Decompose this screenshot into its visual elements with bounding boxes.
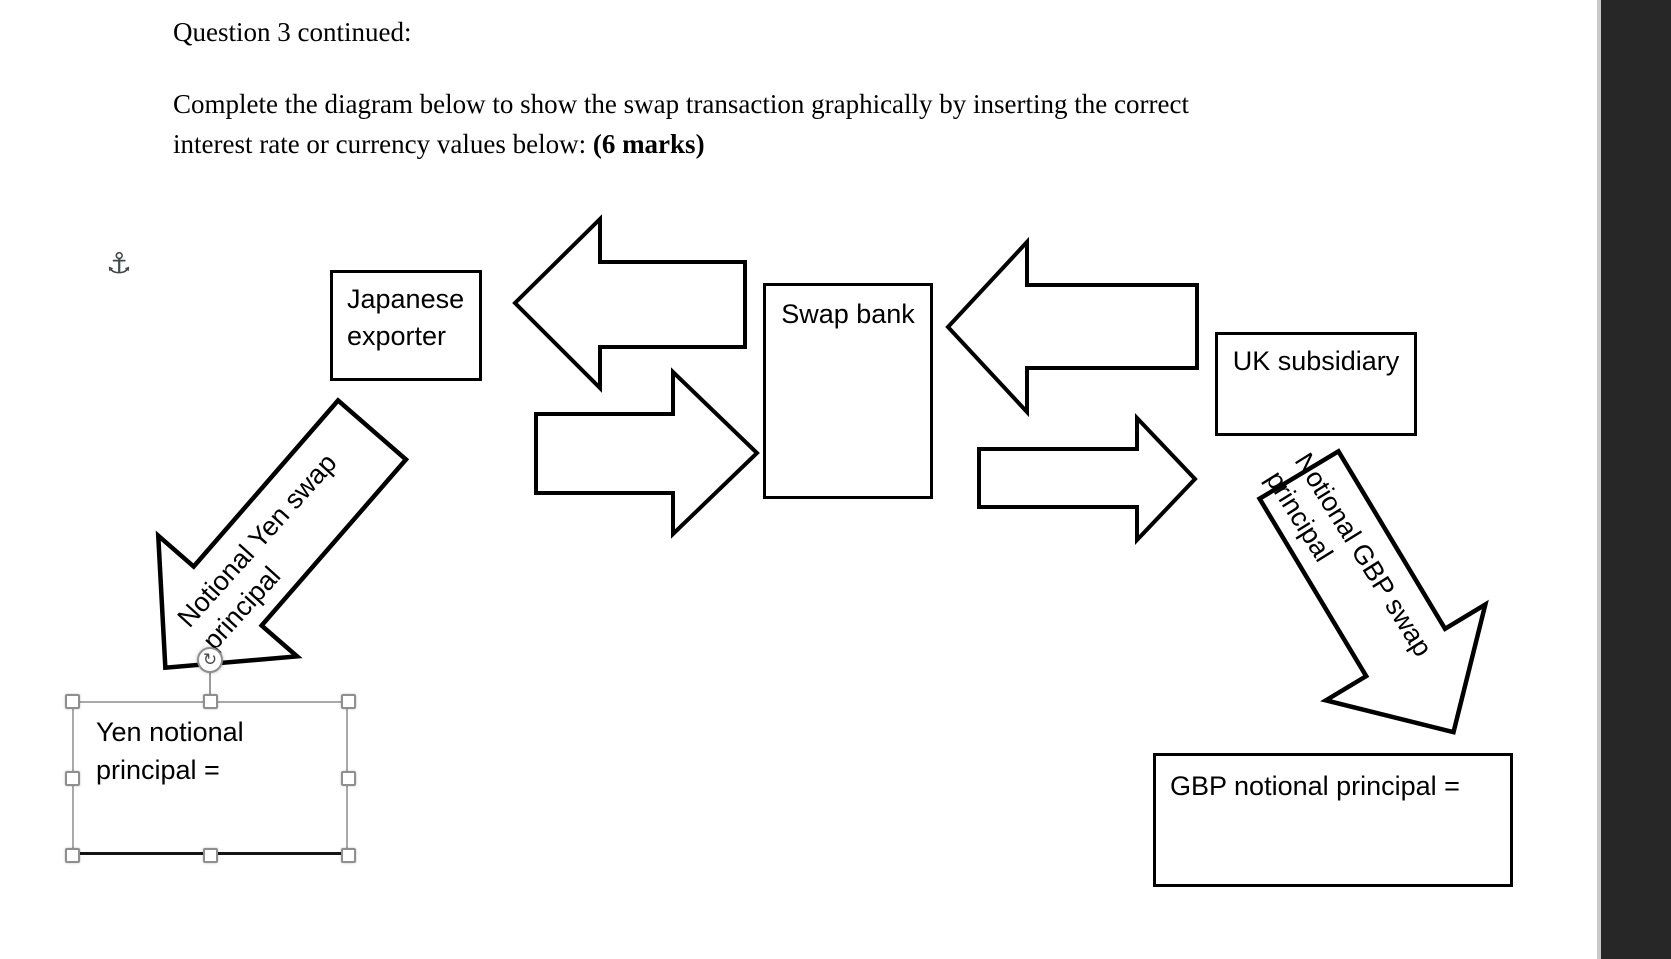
arrow-uksubsidiary-to-swapbank[interactable] xyxy=(945,236,1199,418)
yen-notional-principal-box[interactable]: Yen notional principal = xyxy=(72,701,348,855)
arrow-exporter-to-swapbank[interactable] xyxy=(534,367,760,539)
instruction-text: Complete the diagram below to show the s… xyxy=(173,89,1189,159)
rotate-handle[interactable]: ↻ xyxy=(197,647,223,673)
selection-handle-top-center[interactable] xyxy=(203,694,218,709)
instruction-paragraph: Complete the diagram below to show the s… xyxy=(173,84,1263,164)
selection-handle-top-right[interactable] xyxy=(341,694,356,709)
arrow-swapbank-to-uksubsidiary[interactable] xyxy=(977,412,1198,546)
selection-handle-middle-left[interactable] xyxy=(65,771,80,786)
gbp-notional-principal-box[interactable]: GBP notional principal = xyxy=(1153,753,1513,887)
panel-separator xyxy=(1597,0,1601,959)
selection-handle-bottom-right[interactable] xyxy=(341,848,356,863)
question-heading: Question 3 continued: xyxy=(173,17,412,47)
uk-subsidiary-box[interactable]: UK subsidiary xyxy=(1215,332,1417,436)
marks-text: (6 marks) xyxy=(592,129,705,159)
selection-handle-bottom-center[interactable] xyxy=(203,848,218,863)
swap-bank-box[interactable]: Swap bank xyxy=(763,283,933,499)
arrow-yen-swap-principal[interactable] xyxy=(96,370,442,728)
right-dark-panel xyxy=(1601,0,1671,959)
japanese-exporter-box[interactable]: Japanese exporter xyxy=(330,270,482,381)
selection-handle-top-left[interactable] xyxy=(65,694,80,709)
rotate-handle-stem xyxy=(209,672,211,696)
selection-handle-middle-right[interactable] xyxy=(341,771,356,786)
arrow-swapbank-to-exporter[interactable] xyxy=(512,214,747,393)
arrow-gbp-swap-principal[interactable] xyxy=(1219,427,1533,780)
selection-handle-bottom-left[interactable] xyxy=(65,848,80,863)
object-anchor-icon[interactable]: ⚓ xyxy=(106,246,132,280)
